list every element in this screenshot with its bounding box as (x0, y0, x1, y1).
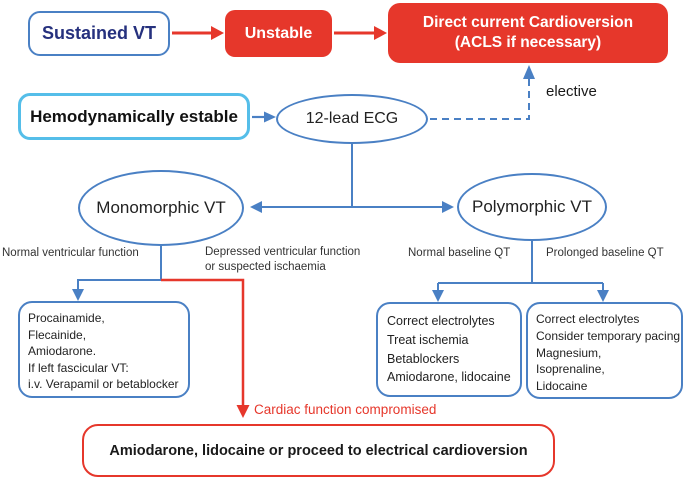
unstable-label: Unstable (244, 24, 313, 42)
treatment-line: Isoprenaline, (536, 362, 605, 377)
treatment-line: i.v. Verapamil or betablocker (28, 377, 179, 392)
sustained-vt-box: Sustained VT (28, 11, 170, 56)
arrow-elective-dashed (430, 65, 535, 120)
depressed-function-label: Depressed ventricular function or suspec… (205, 245, 360, 275)
treatment-line: Correct electrolytes (387, 314, 495, 328)
prolonged-baseline-qt-label: Prolonged baseline QT (546, 247, 664, 259)
treatment-line: Flecainide, (28, 327, 87, 342)
treatment-line: Betablockers (387, 351, 460, 366)
monomorphic-vt-label: Monomorphic VT (96, 198, 226, 217)
polymorphic-vt-ellipse: Polymorphic VT (457, 173, 607, 241)
normal-baseline-qt-label: Normal baseline QT (408, 247, 511, 259)
compromised-treatment-label: Amiodarone, lidocaine or proceed to elec… (109, 442, 528, 459)
treatment-line: Lidocaine (536, 379, 588, 394)
treatment-line: If left fascicular VT: (28, 360, 129, 375)
treatment-line: Treat ischemia (387, 332, 469, 347)
normal-qt-treatment-box: Correct electrolytes Treat ischemia Beta… (376, 302, 522, 397)
treatment-line: Procainamide, (28, 311, 105, 325)
cardioversion-box: Direct current Cardioversion (ACLS if ne… (388, 3, 668, 63)
depressed-function-line1: Depressed ventricular function (205, 246, 361, 258)
ecg-label: 12-lead ECG (305, 110, 399, 127)
treatment-line: Correct electrolytes (536, 312, 640, 326)
monomorphic-vt-ellipse: Monomorphic VT (78, 170, 244, 246)
cardioversion-line2: (ACLS if necessary) (454, 34, 602, 51)
treatment-line: Amiodarone. (28, 344, 97, 359)
hemodynamically-stable-box: Hemodynamically estable (18, 93, 250, 140)
hemodynamically-stable-label: Hemodynamically estable (30, 106, 238, 126)
treatment-line: Magnesium, (536, 345, 602, 360)
ecg-ellipse: 12-lead ECG (276, 94, 428, 144)
unstable-box: Unstable (225, 10, 332, 57)
arrow-unstable-to-cardioversion (334, 26, 387, 40)
arrow-polymorphic-split (432, 241, 609, 302)
treatment-line: Amiodarone, lidocaine (387, 370, 511, 385)
procainamide-treatment-box: Procainamide, Flecainide, Amiodarone. If… (18, 301, 190, 398)
arrow-monomorphic-normal-function (72, 246, 162, 301)
normal-ventricular-function-label: Normal ventricular function (2, 247, 139, 259)
depressed-function-line2: or suspected ischaemia (205, 260, 326, 273)
arrow-sustained-to-unstable (172, 26, 224, 40)
arrow-cardiac-compromised (161, 278, 250, 418)
elective-label: elective (546, 83, 597, 100)
prolonged-qt-treatment-box: Correct electrolytes Consider temporary … (526, 302, 683, 399)
treatment-line: Consider temporary pacing (536, 328, 681, 343)
sustained-vt-label: Sustained VT (41, 23, 157, 43)
polymorphic-vt-label: Polymorphic VT (472, 197, 592, 216)
arrow-ecg-split (250, 144, 454, 213)
compromised-treatment-box: Amiodarone, lidocaine or proceed to elec… (82, 424, 555, 477)
cardioversion-line1: Direct current Cardioversion (422, 13, 634, 31)
arrow-stable-to-ecg (252, 111, 276, 123)
cardiac-compromised-label: Cardiac function compromised (254, 402, 437, 417)
